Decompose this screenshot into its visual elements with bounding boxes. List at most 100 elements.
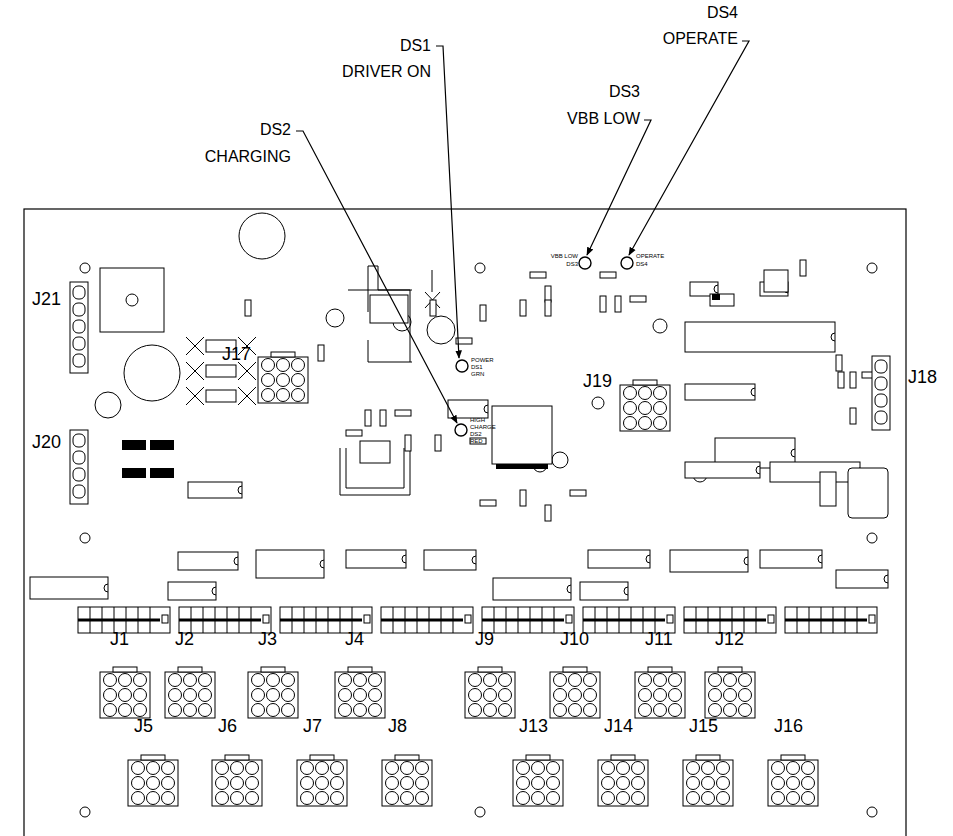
ic-chip [424, 550, 476, 570]
ic-chip [670, 550, 748, 572]
resistor-symbol [318, 345, 324, 361]
silkscreen-text: DS4 [636, 261, 648, 267]
connector-pin [739, 689, 752, 702]
connector-pin [401, 777, 414, 790]
connector-pin [339, 689, 352, 702]
connector-label: J10 [560, 630, 589, 648]
mounting-hole [80, 533, 90, 543]
connector-pin [709, 704, 722, 717]
ic-notch [624, 587, 628, 595]
resistor-symbol [836, 355, 842, 371]
connector-pin [787, 762, 800, 775]
connector-pin [584, 704, 597, 717]
terminal-tab [768, 615, 774, 623]
resistor-symbol [470, 438, 486, 444]
connector-pin [687, 777, 700, 790]
connector-pin [369, 704, 382, 717]
connector-pin [147, 792, 160, 805]
board-outline [24, 209, 906, 836]
connector-label: J20 [32, 433, 61, 451]
connector-pin [104, 674, 117, 687]
dip-switch [710, 294, 734, 306]
resistor-symbol [800, 260, 806, 276]
regulator-symbol [764, 270, 788, 292]
side-connector [70, 282, 88, 373]
connector-pin [669, 674, 682, 687]
connector-label: J12 [715, 630, 744, 648]
connector-pin [499, 689, 512, 702]
connector-pin [73, 354, 85, 367]
connector-pin [624, 387, 637, 400]
connector-pin [469, 689, 482, 702]
connector-pin [584, 674, 597, 687]
ic-chip [168, 582, 216, 600]
connector-pin [184, 704, 197, 717]
connector-pin [169, 704, 182, 717]
silkscreen-text: RED [470, 438, 483, 444]
ic-notch [567, 585, 571, 593]
connector-pin [772, 762, 785, 775]
connector-pin [267, 674, 280, 687]
connector-pin [772, 792, 785, 805]
terminal-housing [381, 607, 473, 633]
connector-pin [134, 689, 147, 702]
connector-pin [231, 762, 244, 775]
connector-pin [416, 792, 429, 805]
connector-pin [687, 762, 700, 775]
connector-label: J6 [218, 717, 237, 735]
leader-line [629, 41, 749, 255]
connector-pin [639, 417, 652, 430]
connector-pin [632, 792, 645, 805]
led-indicator [456, 360, 468, 372]
silkscreen-text: CHARGE [470, 424, 496, 430]
nine-pin-connector [620, 380, 670, 431]
connector-pin [301, 762, 314, 775]
connector-pin [702, 777, 715, 790]
ic-chip [493, 578, 571, 600]
connector-pin [702, 792, 715, 805]
terminal-block [381, 607, 473, 633]
ic-notch [751, 388, 755, 396]
callout-label: OPERATE [663, 31, 738, 47]
connector-pin [132, 777, 145, 790]
connector-pin [147, 777, 160, 790]
board-parts [30, 213, 890, 817]
ic-notch [884, 575, 888, 583]
capacitor-symbol [653, 319, 667, 333]
ic-notch [791, 449, 795, 457]
connector-pin [709, 674, 722, 687]
connector-pin [73, 337, 85, 350]
connector-latch [395, 755, 419, 760]
connector-pin [669, 689, 682, 702]
ic-notch [320, 560, 324, 568]
resistor-symbol [480, 305, 486, 321]
nine-pin-connector [598, 755, 648, 806]
crystal-symbol [848, 468, 888, 518]
connector-housing [550, 672, 600, 718]
resistor-symbol [545, 300, 551, 316]
jumper-header [150, 468, 174, 478]
ic-notch [756, 466, 760, 474]
capacitor-symbol [326, 309, 344, 327]
connector-pin [584, 689, 597, 702]
mounting-hole [867, 533, 877, 543]
ic-chip [685, 462, 760, 478]
connector-pin [654, 417, 667, 430]
connector-pin [277, 359, 290, 372]
ic-chip [448, 400, 488, 418]
silkscreen-text: HIGH [470, 417, 485, 423]
connector-pin [802, 792, 815, 805]
connector-pin [331, 777, 344, 790]
connector-pin [162, 792, 175, 805]
connector-pin [401, 792, 414, 805]
connector-pin [875, 377, 887, 390]
leader-lines [296, 41, 749, 423]
connector-pin [724, 689, 737, 702]
mounting-hole [80, 807, 90, 817]
capacitor-symbol [95, 392, 121, 418]
connector-pin [292, 359, 305, 372]
connector-label: J8 [388, 717, 407, 735]
terminal-housing [785, 607, 877, 633]
capacitor-symbol [239, 213, 285, 259]
connector-pin [569, 704, 582, 717]
